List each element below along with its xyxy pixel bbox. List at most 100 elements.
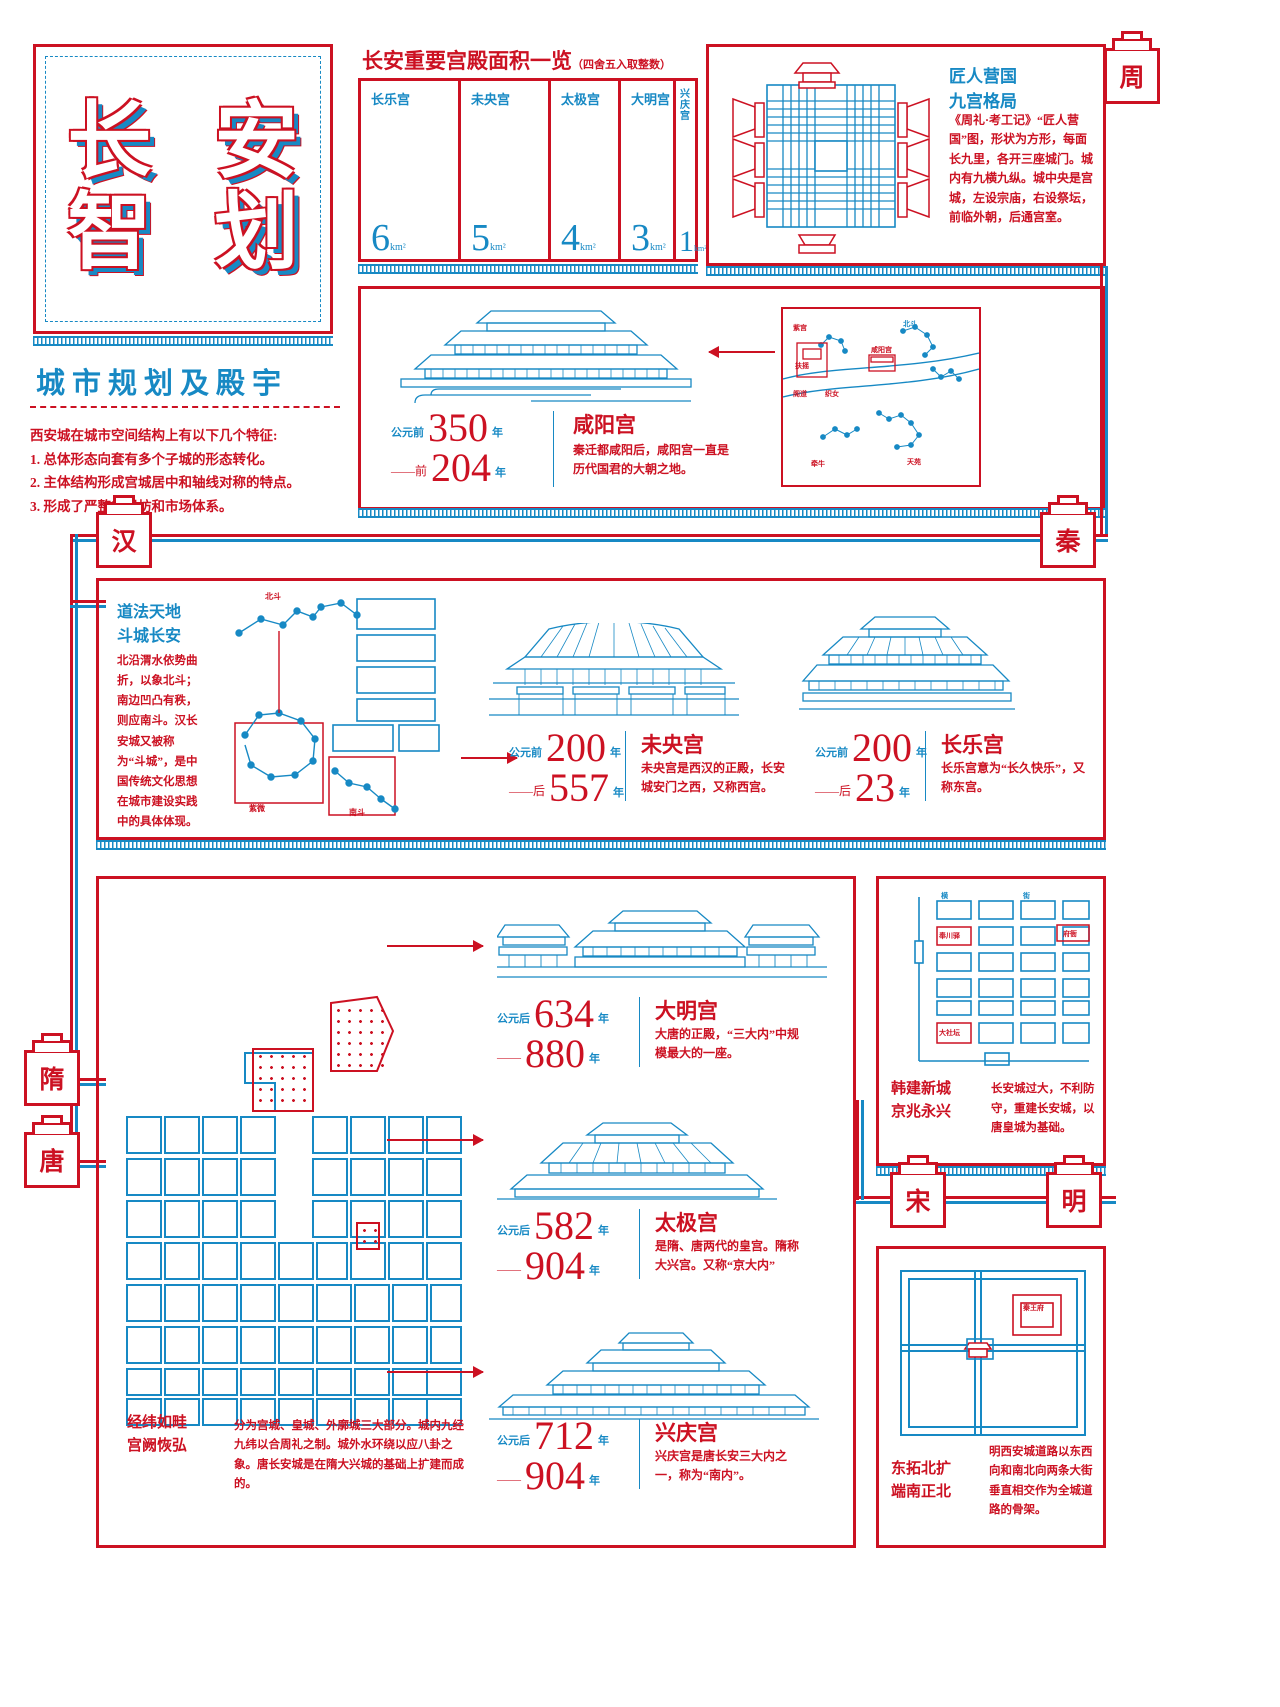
era-badge-song[interactable]: 宋: [890, 1155, 946, 1228]
han-doucheng-map: 北斗 紫微 南斗: [217, 592, 447, 827]
era-badge-tang[interactable]: 唐: [24, 1115, 80, 1188]
tang-city-ward-grid: [125, 987, 465, 1447]
weiyang-arrow: [461, 752, 518, 764]
xingqing-year-unit-1: 年: [598, 1435, 609, 1447]
ming-panel: 秦王府 东拓北扩 端南正北 明西安城道路以东西向和南北向两条大街垂直相交作为全城…: [876, 1246, 1106, 1548]
taiji-date-prefix: 公元后: [497, 1225, 530, 1237]
xingqing-palace-illustration: [489, 1332, 819, 1420]
map-label-tianyuan: 天苑: [907, 458, 921, 466]
weiyang-date-prefix: 公元前: [509, 747, 542, 759]
xingqing-palace-name: 兴庆宫: [655, 1421, 718, 1445]
map-label-beidou: 北斗: [903, 320, 917, 328]
daming-arrow: [387, 940, 484, 952]
map-label-fuyao: 扶摇: [795, 362, 809, 370]
song-map-label-fengchuanyi: 奉川驿: [939, 932, 960, 940]
era-badge-song-cap: [898, 1162, 938, 1174]
table-col-0-name: 长乐宫: [371, 92, 411, 107]
table-col-2-unit: km²: [580, 242, 596, 253]
xianyang-palace-name: 咸阳宫: [573, 413, 636, 437]
weiyang-date-end-line: ——后 557 年: [509, 768, 624, 808]
han-title: 道法天地 斗城长安: [117, 604, 182, 645]
title-dashed-border: [45, 56, 321, 322]
xianyang-separator: [553, 411, 554, 487]
daming-year-unit-1: 年: [598, 1013, 609, 1025]
era-badge-ming[interactable]: 明: [1046, 1155, 1102, 1228]
era-badge-zhou[interactable]: 周: [1104, 31, 1160, 104]
taiji-palace-area: [255, 1051, 311, 1109]
pipe-han-left: [70, 534, 78, 1094]
pipe-sui-in: [70, 1078, 106, 1086]
changle-date-block: 公元前 200 年 ——后 23 年: [815, 725, 927, 808]
song-panel: 横 街 奉川驿 府衙 大社坛 韩建新城 京兆永兴 长安城过大，不利防守，重建长安…: [876, 876, 1106, 1166]
weiyang-date-dash: ——后: [509, 784, 546, 798]
taiji-palace-name: 太极宫: [655, 1211, 718, 1235]
intro-line-3: 3. 形成了严整的里坊和市场体系。: [30, 498, 233, 514]
xingqing-date-dash: ——: [497, 1472, 521, 1486]
title-char-1: 长: [67, 96, 152, 190]
song-map-label-jie: 街: [1023, 892, 1030, 900]
pipe-qin-han: [70, 534, 1108, 542]
era-badge-han[interactable]: 汉: [96, 495, 152, 568]
song-city-map-svg: [914, 897, 1090, 1066]
era-badge-han-cap2: [113, 495, 135, 503]
intro-line-0: 西安城在城市空间结构上有以下几个特征:: [30, 428, 278, 443]
era-badge-qin-cap2: [1057, 495, 1079, 503]
weiyang-year-unit-1: 年: [610, 747, 621, 759]
taiji-year-unit-2: 年: [589, 1265, 600, 1277]
han-map-label-beidou: 北斗: [265, 592, 281, 601]
xianyang-year-unit-1: 年: [492, 427, 503, 439]
weiyang-date-start: 200: [546, 725, 606, 770]
changle-separator: [925, 731, 926, 801]
xingqing-date-end: 904: [525, 1453, 585, 1498]
title-char-4: 划: [214, 187, 299, 280]
title-card: 长 安 智 划: [33, 44, 333, 334]
table-col-1-name: 未央宫: [471, 92, 511, 107]
daming-palace-illustration: [497, 910, 827, 978]
daming-date-end: 880: [525, 1031, 585, 1076]
table-col-0-num: 6: [371, 217, 390, 259]
daming-separator: [639, 997, 640, 1067]
era-badge-sui[interactable]: 隋: [24, 1033, 80, 1106]
table-col-0-value: 6km²: [371, 219, 406, 257]
era-badge-han-cap: [104, 502, 144, 514]
title-characters: 长 安 智 划: [36, 47, 330, 331]
intro-description: 西安城在城市空间结构上有以下几个特征: 1. 总体形态向套有多个子城的形态转化。…: [30, 424, 348, 519]
area-table-title: 长安重要宫殿面积一览（四舍五入取整数）: [362, 45, 671, 75]
table-col-4-name: 兴庆宫: [680, 89, 690, 122]
taiji-date-dash: ——: [497, 1262, 521, 1276]
weiyang-palace-desc: 未央宫是西汉的正殿，长安城安门之西，又称西宫。: [641, 761, 786, 795]
changle-date-start: 200: [852, 725, 912, 770]
era-badge-ming-label: 明: [1061, 1189, 1087, 1216]
constellation-svg: [783, 324, 979, 450]
era-badge-zhou-cap: [1112, 38, 1152, 50]
taiji-separator: [639, 1209, 640, 1279]
era-badge-tang-cap: [32, 1122, 72, 1134]
xingqing-date-prefix: 公元后: [497, 1435, 530, 1447]
weiyang-palace-illustration: [489, 623, 739, 716]
map-label-xianyanggong: 咸阳宫: [871, 346, 892, 354]
era-badge-han-label: 汉: [111, 529, 137, 556]
era-badge-song-cap2: [907, 1155, 929, 1163]
changle-palace-desc: 长乐宫意为“长久快乐”，又称东宫。: [941, 761, 1086, 795]
era-badge-qin[interactable]: 秦: [1040, 495, 1096, 568]
ming-body-text: 明西安城道路以东西向和南北向两条大街垂直相交作为全城道路的骨架。: [989, 1445, 1093, 1517]
song-body-text: 长安城过大，不利防守，重建长安城，以唐皇城为基础。: [991, 1083, 1095, 1135]
song-map-label-dashetan: 大社坛: [939, 1029, 960, 1037]
table-col-0-unit: km²: [390, 242, 406, 253]
xingqing-year-unit-2: 年: [589, 1475, 600, 1487]
han-panel: 道法天地 斗城长安 北沿渭水依势曲折，以象北斗；南边凹凸有秩，则应南斗。汉长安城…: [96, 578, 1106, 840]
changle-palace-name: 长乐宫: [941, 733, 1004, 757]
weishui-constellation-map: 紫宫 北斗 扶摇 咸阳宫 阁道 织女 牵牛 天苑: [781, 307, 981, 487]
tang-panel: 公元后 634 年 —— 880 年 大明宫 大唐的正殿，“三大内”中规模最大的…: [96, 876, 856, 1548]
table-col-0: 长乐宫 6km²: [361, 81, 461, 259]
page-subtitle: 城市规划及殿宇: [36, 368, 289, 400]
map-label-zhinv: 织女: [825, 390, 839, 398]
tang-footer-title: 经纬如畦 宫阙恢弘: [127, 1415, 188, 1454]
taiji-date-end-line: —— 904 年: [497, 1246, 609, 1286]
intro-line-2: 2. 主体结构形成宫城居中和轴线对称的特点。: [30, 475, 300, 491]
taiji-date-start-line: 公元后 582 年: [497, 1206, 609, 1246]
weiyang-separator: [625, 731, 626, 801]
zhou-body-text: 《周礼·考工记》“匠人营国”图，形状为方形，每面长九里，各开三座城门。城内有九横…: [949, 113, 1094, 225]
area-table-stripe-bar: [358, 264, 698, 274]
era-badge-qin-label: 秦: [1055, 529, 1081, 556]
